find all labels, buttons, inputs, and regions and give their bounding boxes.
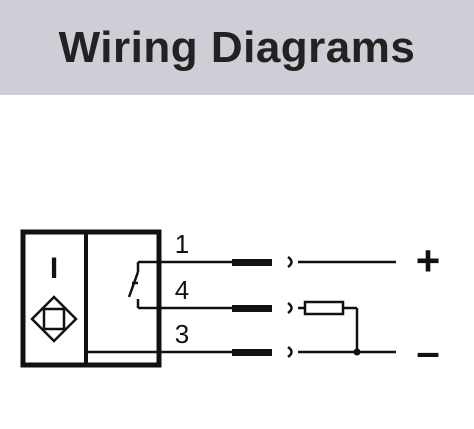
pin-label-3: 3 [175, 319, 189, 349]
connector-1 [232, 259, 272, 266]
connector-4 [232, 305, 272, 312]
negative-terminal-label: – [416, 328, 439, 375]
connector-3 [232, 349, 272, 356]
socket-4-icon [287, 301, 293, 315]
sensor-type-label: I [50, 252, 58, 285]
header-banner: Wiring Diagrams [0, 0, 474, 95]
inductive-sensor-icon [30, 295, 78, 343]
pin-label-1: 1 [175, 229, 189, 259]
switch-contact-icon [127, 262, 140, 308]
positive-terminal-label: + [416, 237, 441, 284]
page-title: Wiring Diagrams [58, 22, 416, 72]
load-resistor-icon [303, 300, 345, 316]
socket-3-icon [287, 345, 293, 359]
socket-1-icon [287, 255, 293, 269]
sensor-housing [20, 229, 162, 368]
pin-label-4: 4 [175, 275, 189, 305]
